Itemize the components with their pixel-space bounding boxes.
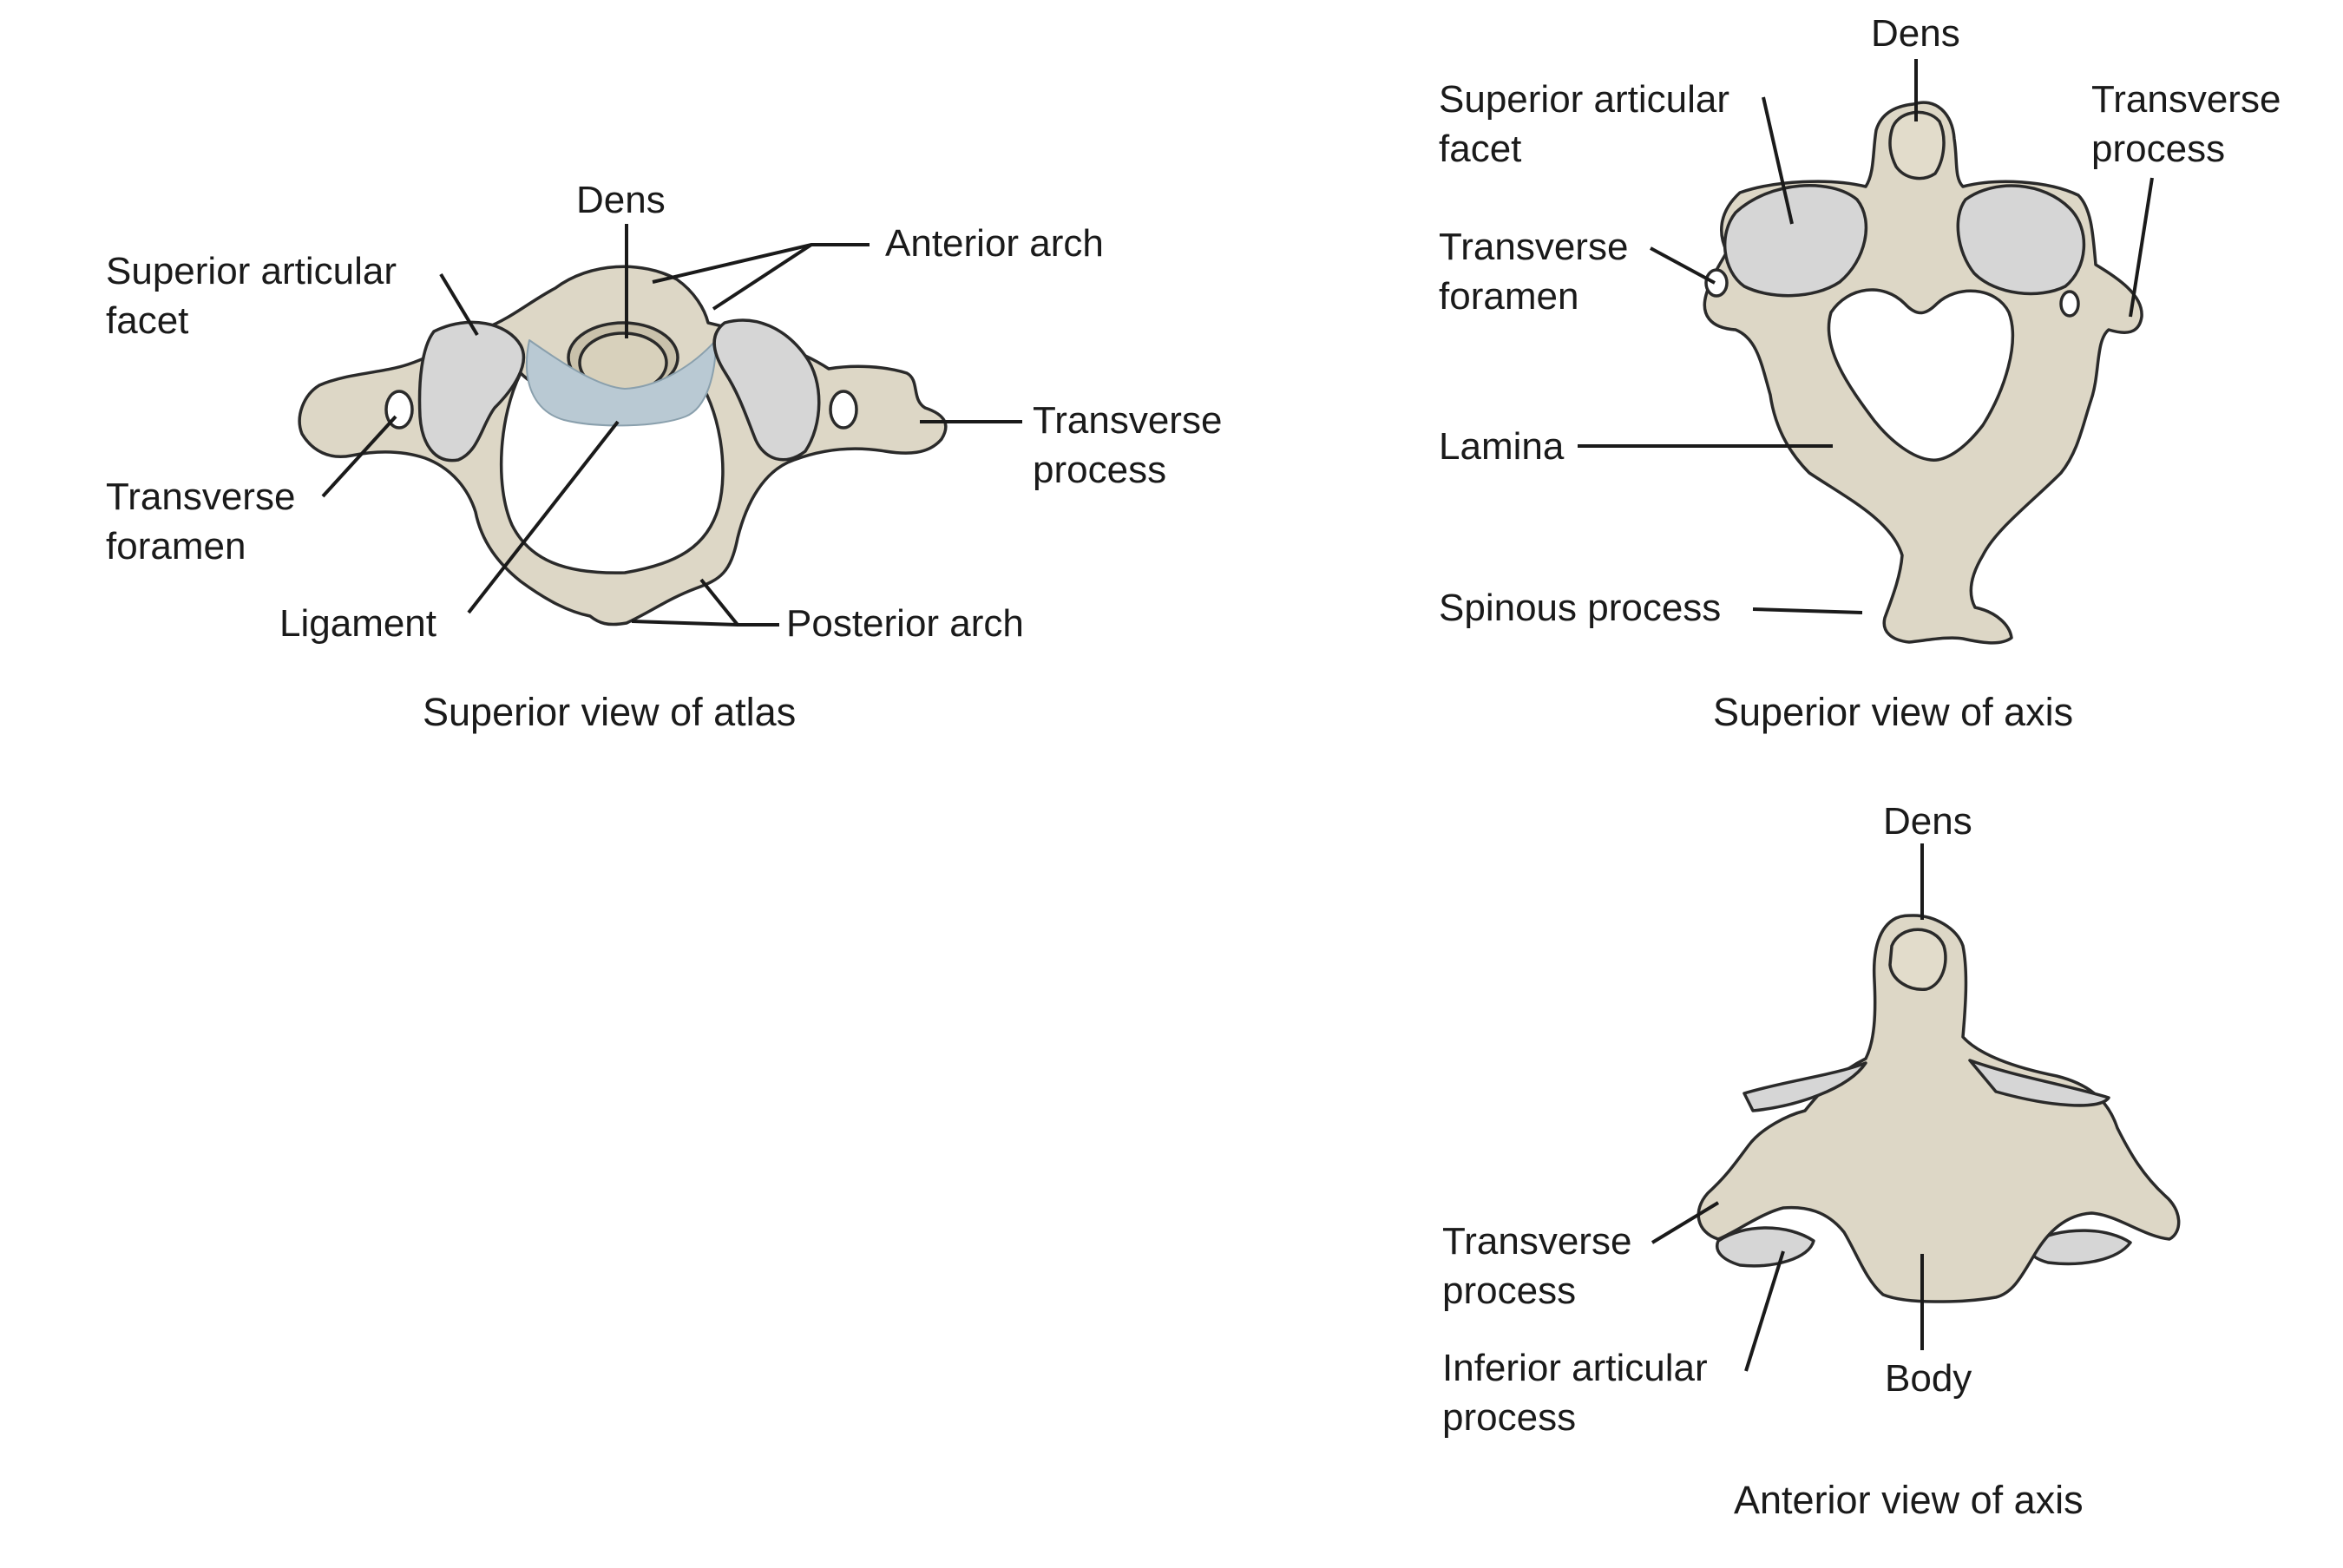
- axis-superior-right-facet: [1956, 184, 2086, 296]
- axis-superior-left-facet: [1723, 184, 1868, 298]
- label-anterior-inferior-articular-process: Inferior articular process: [1442, 1347, 1708, 1439]
- leader-axis-spinous-process: [1752, 607, 1863, 614]
- label-atlas-transverse-foramen: Transverse foramen: [106, 476, 296, 567]
- label-anterior-transverse-process: Transverse process: [1442, 1220, 1632, 1312]
- axis-superior-right-transverse-foramen: [2059, 290, 2080, 318]
- axis-superior-dens: [1888, 110, 1946, 180]
- axis-anterior-left-transverse-edge: [1742, 1061, 1867, 1112]
- leader-anterior-inferior-articular: [1744, 1250, 1785, 1372]
- axis-superior-left-transverse-foramen: [1704, 268, 1729, 298]
- atlas-right-transverse-foramen: [829, 390, 858, 430]
- label-axis-transverse-process: Transverse process: [2091, 78, 2281, 170]
- label-atlas-ligament: Ligament: [279, 602, 437, 645]
- leader-atlas-anterior-arch-2: [712, 243, 813, 311]
- axis-anterior-dens-cap: [1888, 928, 1947, 991]
- label-axis-dens: Dens: [1871, 12, 1960, 55]
- caption-axis-anterior: Anterior view of axis: [1734, 1478, 2084, 1522]
- caption-atlas: Superior view of atlas: [423, 690, 797, 734]
- label-atlas-transverse-process: Transverse process: [1033, 399, 1223, 491]
- axis-anterior-right-transverse-edge: [1968, 1059, 2110, 1107]
- label-axis-transverse-foramen: Transverse foramen: [1439, 226, 1629, 318]
- label-atlas-posterior-arch: Posterior arch: [786, 602, 1024, 645]
- leader-anterior-transverse-process: [1651, 1201, 1720, 1244]
- atlas-drawing: [298, 265, 948, 627]
- leader-atlas-posterior-arch: [699, 578, 779, 627]
- leader-atlas-superior-facet: [439, 272, 479, 337]
- atlas-right-facet: [712, 318, 821, 462]
- leader-atlas-transverse-foramen: [321, 415, 397, 498]
- axis-anterior-right-inferior-facet: [2027, 1229, 2132, 1266]
- label-atlas-superior-articular-facet: Superior articular facet: [106, 250, 397, 342]
- leader-axis-transverse-foramen: [1650, 246, 1716, 285]
- leader-atlas-posterior-arch-2: [631, 620, 738, 627]
- label-axis-lamina: Lamina: [1439, 425, 1565, 468]
- atlas-ligament: [526, 339, 717, 427]
- caption-axis-superior: Superior view of axis: [1713, 690, 2074, 734]
- label-axis-superior-articular-facet: Superior articular facet: [1439, 78, 1730, 170]
- label-atlas-dens: Dens: [576, 179, 666, 221]
- label-anterior-body: Body: [1885, 1357, 1972, 1400]
- label-axis-spinous-process: Spinous process: [1439, 587, 1722, 629]
- leader-axis-superior-facet: [1762, 96, 1794, 225]
- leader-lines: [321, 59, 2154, 1372]
- axis-anterior-drawing: [1697, 914, 2181, 1303]
- label-atlas-anterior-arch: Anterior arch: [885, 222, 1104, 265]
- axis-superior-foramen: [1827, 288, 2015, 462]
- label-anterior-dens: Dens: [1883, 800, 1972, 843]
- leader-axis-transverse-process: [2129, 177, 2154, 318]
- axis-anterior-left-inferior-facet: [1716, 1226, 1815, 1268]
- leader-atlas-ligament: [467, 420, 620, 614]
- axis-superior-drawing: [1703, 101, 2143, 645]
- atlas-left-facet: [417, 320, 526, 463]
